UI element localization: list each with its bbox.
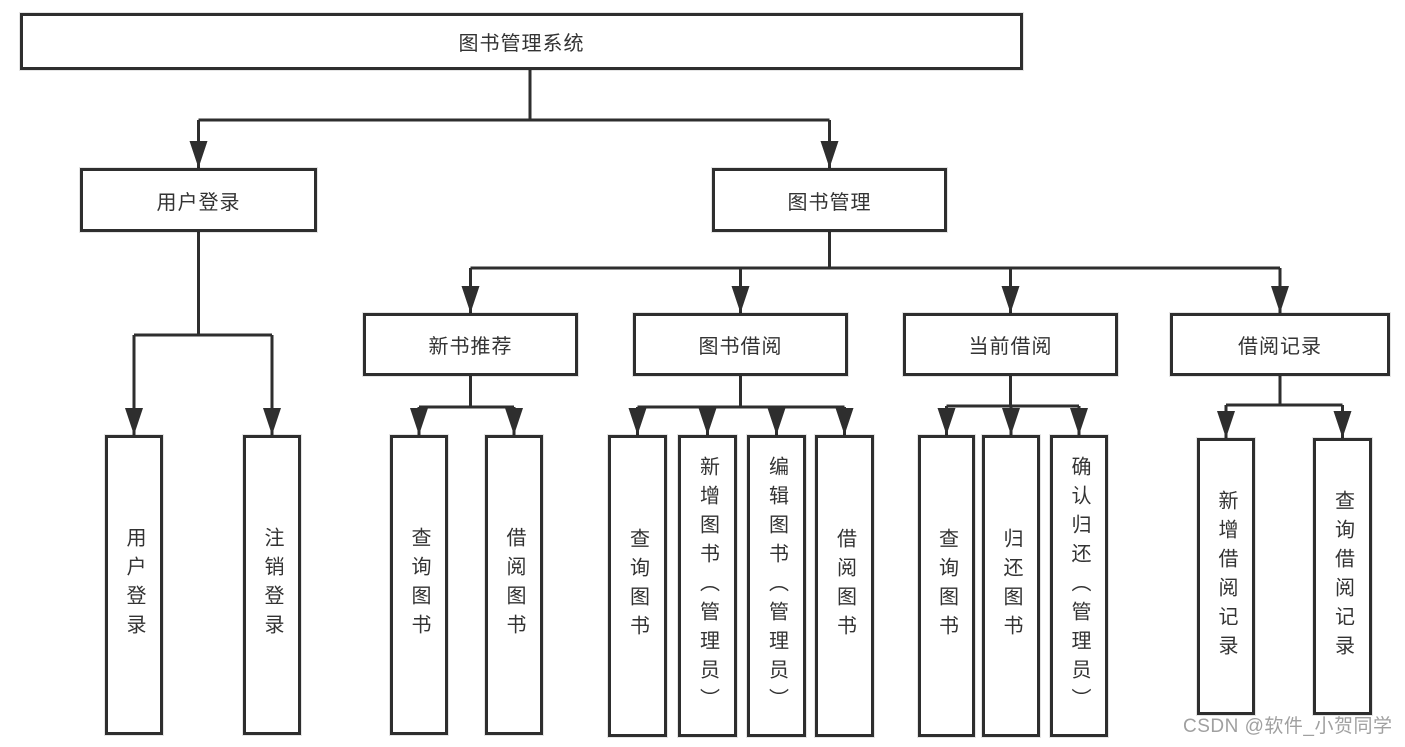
arrowhead-query-book-b — [628, 408, 647, 435]
node-borrow-records: 借阅记录 — [1170, 313, 1390, 376]
leaf-add-book-admin-label: 新增图书（管理员） — [696, 455, 719, 717]
leaf-return-book-label: 归还图书 — [1000, 528, 1022, 644]
leaf-query-borrow-record: 查询借阅记录 — [1313, 438, 1372, 715]
leaf-add-borrow-record-label: 新增借阅记录 — [1215, 489, 1237, 664]
leaf-borrow-book-recommend: 借阅图书 — [485, 435, 543, 735]
leaf-query-book-current-label: 查询图书 — [935, 528, 958, 644]
leaf-logout-login: 注销登录 — [243, 435, 301, 735]
leaf-query-book-current: 查询图书 — [918, 435, 975, 737]
leaf-return-book: 归还图书 — [982, 435, 1040, 737]
node-book-borrow-label: 图书借阅 — [698, 336, 783, 358]
leaf-query-book-borrow: 查询图书 — [608, 435, 667, 737]
arrowhead-edit-book — [767, 408, 786, 435]
arrowhead-borrow-book-b — [835, 408, 854, 435]
connector-user-login-children — [132, 232, 274, 435]
node-user-login: 用户登录 — [80, 168, 317, 232]
arrowhead-add-borrow-record — [1217, 411, 1235, 438]
leaf-edit-book-admin-label: 编辑图书（管理员） — [765, 455, 788, 717]
connector-root-to-level1 — [197, 70, 831, 168]
leaf-borrow-book-borrow: 借阅图书 — [815, 435, 874, 737]
leaf-confirm-return-admin: 确认归还（管理员） — [1050, 435, 1108, 737]
leaf-user-login: 用户登录 — [105, 435, 163, 735]
connector-borrow-records-children — [1224, 376, 1344, 438]
leaf-user-login-label: 用户登录 — [123, 527, 145, 643]
node-book-borrow: 图书借阅 — [633, 313, 848, 376]
leaf-borrow-book-borrow-label: 借阅图书 — [833, 528, 856, 644]
leaf-confirm-return-admin-label: 确认归还（管理员） — [1068, 455, 1090, 717]
csdn-watermark: CSDN @软件_小贺同学 — [1183, 716, 1393, 737]
node-current-borrow-label: 当前借阅 — [968, 336, 1053, 358]
leaf-logout-login-label: 注销登录 — [261, 527, 283, 643]
arrowhead-return-book — [1002, 408, 1020, 435]
leaf-borrow-book-recommend-label: 借阅图书 — [503, 527, 525, 643]
leaf-query-book-borrow-label: 查询图书 — [626, 528, 649, 644]
node-borrow-records-label: 借阅记录 — [1238, 336, 1322, 358]
arrowhead-borrow-records — [1271, 286, 1289, 313]
arrowhead-add-book — [698, 408, 717, 435]
node-current-borrow: 当前借阅 — [903, 313, 1118, 376]
arrowhead-new-book-recommend — [461, 286, 480, 313]
node-root: 图书管理系统 — [20, 13, 1023, 70]
leaf-query-book-recommend-label: 查询图书 — [408, 527, 430, 643]
node-user-login-label: 用户登录 — [156, 191, 241, 214]
arrowhead-current-borrow — [1001, 286, 1020, 313]
arrowhead-book-borrow — [731, 286, 750, 313]
arrowhead-user-login — [189, 141, 208, 168]
arrowhead-leaf-user-login — [125, 408, 143, 435]
arrowhead-query-borrow-record — [1333, 411, 1352, 438]
arrowhead-query-book-c — [937, 408, 956, 435]
leaf-query-book-recommend: 查询图书 — [390, 435, 448, 735]
leaf-edit-book-admin: 编辑图书（管理员） — [747, 435, 806, 737]
node-book-management-label: 图书管理 — [787, 191, 872, 214]
node-new-book-recommend-label: 新书推荐 — [428, 336, 513, 358]
connector-book-management-children — [469, 232, 1282, 313]
arrowhead-confirm-return — [1070, 408, 1088, 435]
arrowhead-book-management — [820, 141, 839, 168]
connector-new-book-recommend-children — [417, 376, 516, 435]
arrowhead-borrow-book-a — [505, 408, 523, 435]
leaf-query-borrow-record-label: 查询借阅记录 — [1331, 489, 1354, 664]
arrowhead-query-book-a — [410, 408, 428, 435]
node-new-book-recommend: 新书推荐 — [363, 313, 578, 376]
leaf-add-book-admin: 新增图书（管理员） — [678, 435, 737, 737]
connector-book-borrow-children — [636, 376, 846, 435]
node-root-label: 图书管理系统 — [458, 33, 585, 55]
node-book-management: 图书管理 — [712, 168, 947, 232]
arrowhead-leaf-logout — [263, 408, 281, 435]
leaf-add-borrow-record: 新增借阅记录 — [1197, 438, 1255, 715]
